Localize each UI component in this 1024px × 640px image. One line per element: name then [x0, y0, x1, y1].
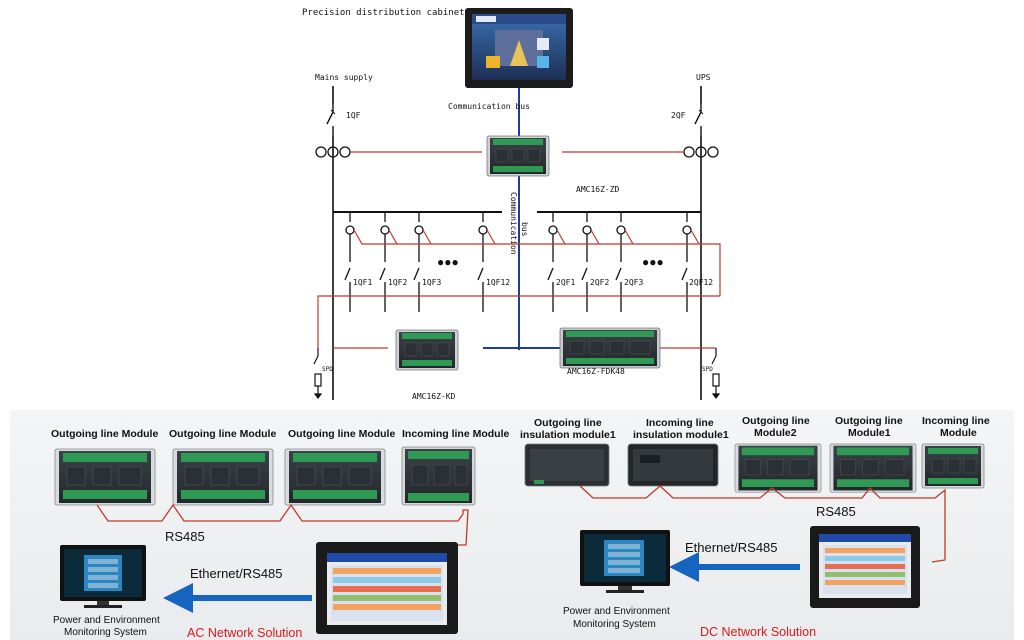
dc-ethernet-label: Ethernet/RS485 [685, 540, 778, 555]
right-spd-label: SPD [702, 366, 713, 373]
dc-module-5-line-2: Module [940, 427, 977, 439]
ac-rs485-line [96, 503, 469, 546]
dc-rs485-line [579, 485, 946, 563]
left-main-feeder [326, 86, 336, 400]
dc-insulation-module-1-icon [524, 443, 610, 487]
dc-pe-line-2: Monitoring System [573, 619, 656, 630]
dc-module-3-line-1: Outgoing line [742, 415, 810, 427]
comm-bus-vertical-label-2: bus [520, 222, 529, 237]
touchscreen-hmi-icon [465, 8, 573, 88]
dc-outgoing-module-2-icon [734, 443, 822, 493]
dc-hmi-screen-icon [810, 526, 920, 608]
ups-label: UPS [696, 73, 711, 82]
comm-bus-vertical-label-1: Communication [509, 192, 518, 255]
dc-incoming-module-icon [921, 443, 985, 489]
right-feeder-label-1: 2QF1 [556, 278, 575, 287]
cabinet-title: Precision distribution cabinet [302, 8, 465, 18]
module-zd-icon [486, 135, 550, 177]
right-main-feeder [694, 86, 704, 400]
dc-solution-label: DC Network Solution [700, 625, 816, 639]
dc-module-2-line-2: insulation module1 [633, 429, 729, 441]
breaker-2qf-label: 2QF [671, 111, 686, 120]
left-feeder-label-1: 1QF1 [353, 278, 372, 287]
module-fdk-label: AMC16Z-FDK48 [567, 367, 625, 376]
dc-insulation-module-2-icon [627, 443, 719, 487]
dc-module-4-line-2: Module1 [848, 427, 891, 439]
module-kd-label: AMC16Z-KD [412, 392, 456, 401]
right-feeder-label-4: 2QF12 [689, 278, 713, 287]
right-feeder-label-2: 2QF2 [590, 278, 609, 287]
feeder-ct-red-lines [317, 229, 721, 349]
ac-hmi-screen-icon [316, 542, 458, 634]
dc-monitor-icon [580, 530, 670, 593]
right-feeder-ellipsis: ●●● [642, 255, 664, 269]
dc-outgoing-module-1-icon [829, 443, 917, 493]
ac-pe-line-2: Monitoring System [64, 627, 147, 638]
right-feeder-branches [547, 212, 692, 312]
ac-solution-label: AC Network Solution [187, 626, 302, 640]
breaker-1qf-label: 1QF [346, 111, 361, 120]
left-spd-label: SPD [322, 366, 333, 373]
right-spd [711, 348, 721, 399]
ac-module-label-3: Outgoing line Module [288, 428, 395, 440]
module-kd-icon [395, 329, 459, 371]
dc-module-2-line-1: Incoming line [646, 417, 714, 429]
dc-module-4-line-1: Outgoing line [835, 415, 903, 427]
left-feeder-label-3: 1QF3 [422, 278, 441, 287]
left-feeder-label-4: 1QF12 [486, 278, 510, 287]
ac-module-label-1: Outgoing line Module [51, 428, 158, 440]
left-feeder-ellipsis: ●●● [437, 255, 459, 269]
dc-pe-line-1: Power and Environment [563, 606, 670, 617]
right-feeder-label-3: 2QF3 [624, 278, 643, 287]
ac-monitor-icon [60, 545, 146, 608]
ac-outgoing-module-2-icon [172, 448, 274, 506]
left-spd [313, 348, 323, 399]
ac-pe-line-1: Power and Environment [53, 615, 160, 626]
ac-outgoing-module-1-icon [54, 448, 156, 506]
mains-supply-label: Mains supply [315, 73, 373, 82]
ac-incoming-module-icon [401, 446, 476, 506]
ac-ethernet-label: Ethernet/RS485 [190, 566, 283, 581]
left-feeder-branches [344, 212, 488, 312]
module-fdk-icon [559, 327, 661, 369]
comm-bus-label: Communication bus [448, 102, 530, 111]
dc-module-5-line-1: Incoming line [922, 415, 990, 427]
dc-module-1-line-2: insulation module1 [520, 429, 616, 441]
dc-module-3-line-2: Module2 [754, 427, 797, 439]
ac-outgoing-module-3-icon [284, 448, 386, 506]
dc-rs485-label: RS485 [816, 504, 856, 519]
dc-module-1-line-1: Outgoing line [534, 417, 602, 429]
module-zd-label: AMC16Z-ZD [576, 185, 620, 194]
ac-module-label-4: Incoming line Module [402, 428, 509, 440]
left-feeder-label-2: 1QF2 [388, 278, 407, 287]
ac-module-label-2: Outgoing line Module [169, 428, 276, 440]
ac-rs485-label: RS485 [165, 529, 205, 544]
